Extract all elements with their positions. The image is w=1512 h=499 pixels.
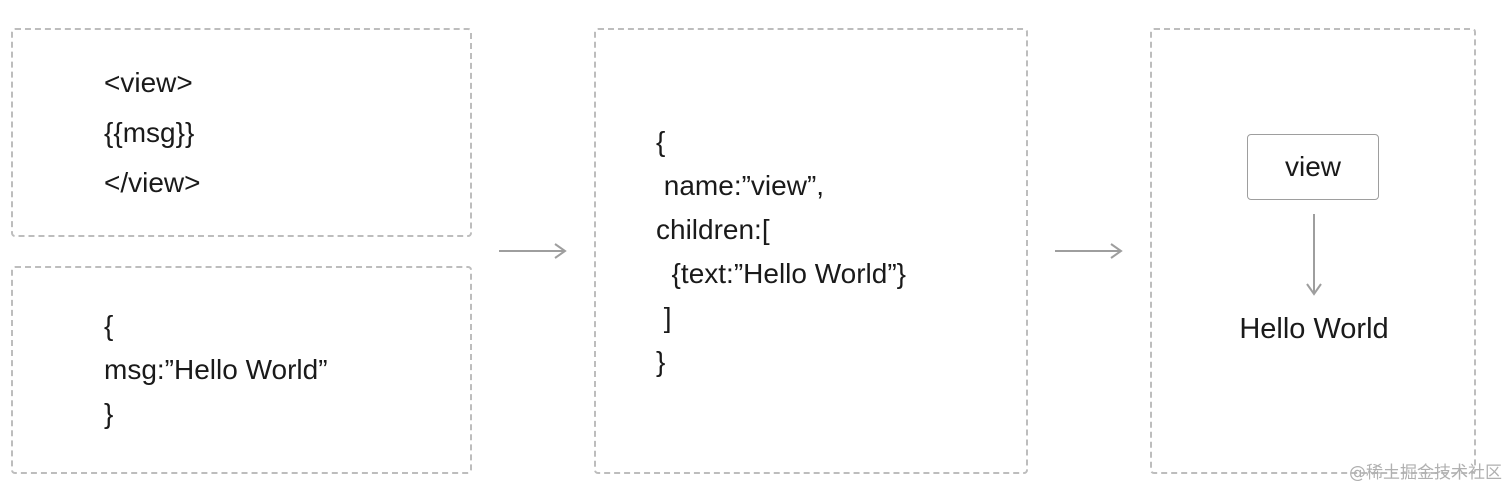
data-line-3: } bbox=[104, 398, 114, 429]
template-box bbox=[11, 28, 472, 237]
data-line-2: msg:”Hello World” bbox=[104, 354, 328, 385]
vdom-line-5: ] bbox=[656, 302, 672, 333]
vdom-box bbox=[594, 28, 1028, 474]
right-arrow-icon bbox=[499, 243, 567, 259]
data-box bbox=[11, 266, 472, 474]
view-node: view bbox=[1247, 134, 1379, 200]
right-arrow-icon bbox=[1055, 243, 1123, 259]
hello-world-text: Hello World bbox=[1239, 313, 1389, 345]
vdom-line-3: children:[ bbox=[656, 214, 770, 245]
vdom-line-6: } bbox=[656, 346, 666, 377]
render-box bbox=[1150, 28, 1476, 474]
vdom-line-1: { bbox=[656, 126, 666, 157]
vdom-line-2: name:”view”, bbox=[656, 170, 825, 201]
down-arrow-icon bbox=[1306, 214, 1322, 296]
vdom-line-4: {text:”Hello World”} bbox=[656, 258, 907, 289]
template-line-3: </view> bbox=[104, 167, 201, 198]
data-line-1: { bbox=[104, 310, 114, 341]
template-line-2: {{msg}} bbox=[104, 117, 195, 148]
watermark: @稀土掘金技术社区 bbox=[1349, 463, 1502, 483]
template-line-1: <view> bbox=[104, 67, 193, 98]
